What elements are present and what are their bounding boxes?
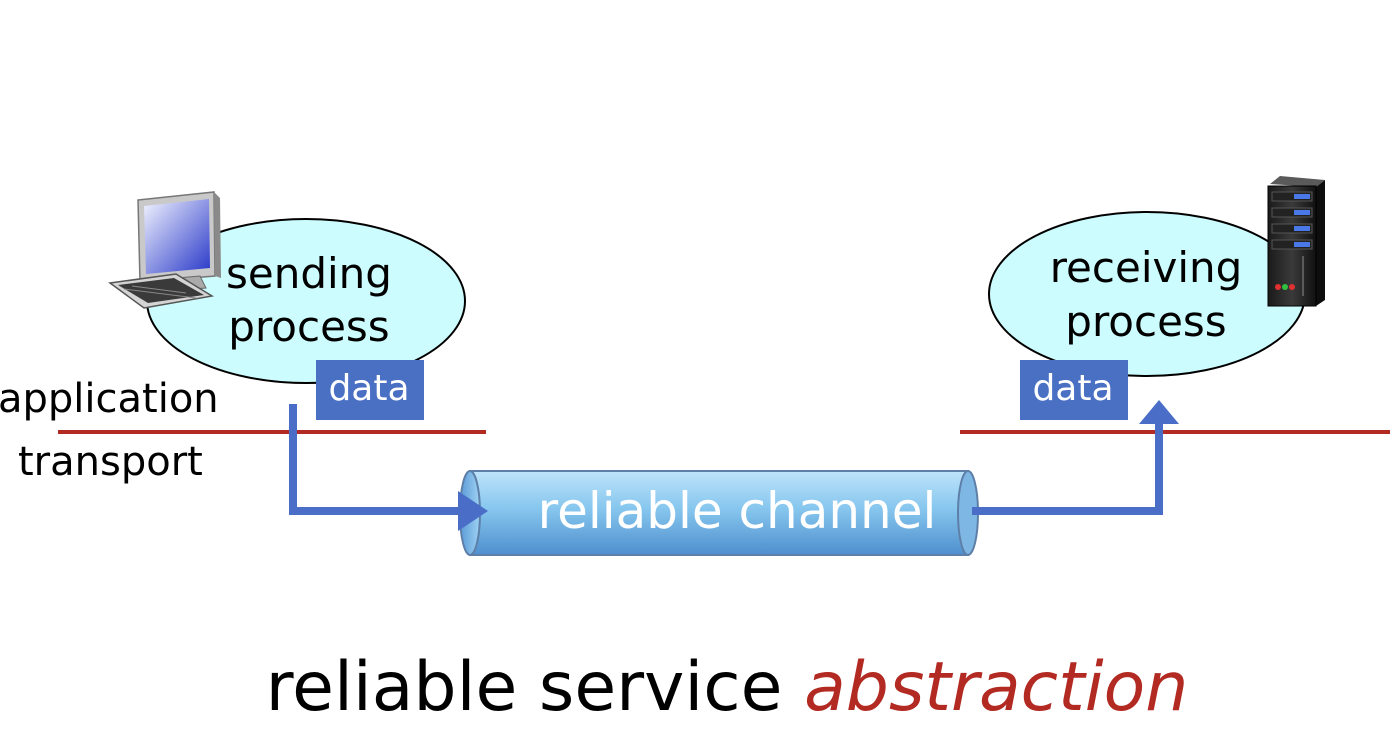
sender-to-channel-arrow-shaft xyxy=(289,404,462,515)
diagram-caption: reliable service abstraction xyxy=(266,648,1189,727)
reliable-channel-pipe xyxy=(459,470,979,556)
reliable-channel-label: reliable channel xyxy=(538,482,937,540)
receiving-process-label-line2: process xyxy=(1065,297,1226,346)
desktop-computer-icon xyxy=(108,191,221,309)
sender-data-box xyxy=(316,360,424,420)
sending-process-label-line2: process xyxy=(228,302,389,351)
receiver-data-box xyxy=(1020,360,1128,420)
receiving-process-label-line1: receiving xyxy=(1050,243,1243,292)
channel-to-receiver-arrowhead xyxy=(1139,400,1179,424)
channel-to-receiver-arrow-shaft xyxy=(972,420,1163,515)
server-tower-icon xyxy=(1267,176,1325,307)
sending-process-label-line1: sending xyxy=(226,249,392,298)
caption-emphasis-text: abstraction xyxy=(804,648,1188,727)
application-layer-label: application xyxy=(0,376,219,422)
sender-to-channel-arrowhead xyxy=(458,491,488,531)
receiving-process-ellipse xyxy=(988,211,1306,377)
sender-data-label: data xyxy=(328,368,409,409)
receiver-data-label: data xyxy=(1032,368,1113,409)
caption-main-text: reliable service xyxy=(266,648,804,727)
transport-layer-label: transport xyxy=(18,439,203,485)
